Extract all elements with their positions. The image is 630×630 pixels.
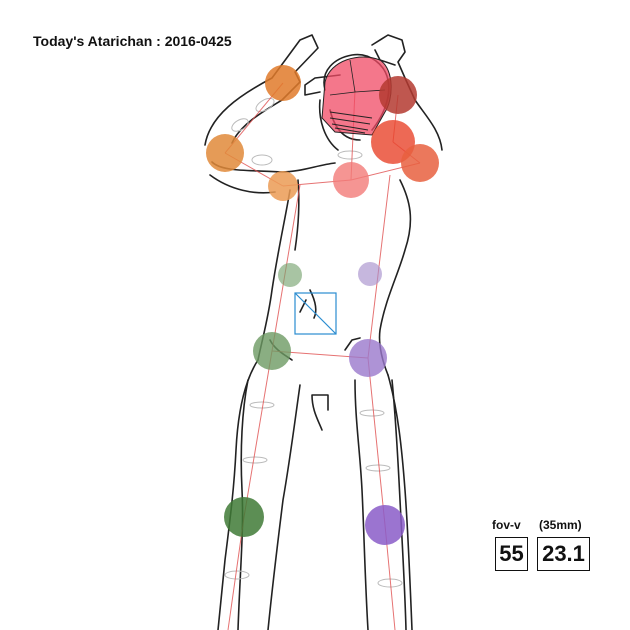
joint-left-hip: [349, 339, 387, 377]
lens-value: 23.1: [542, 541, 585, 566]
joint-chest: [333, 162, 369, 198]
page-title: Today's Atarichan : 2016-0425: [33, 33, 232, 49]
joint-left-knee: [365, 505, 405, 545]
fov-value: 55: [499, 541, 524, 566]
fov-value-box[interactable]: 55: [495, 537, 528, 571]
joint-head-back: [379, 76, 417, 114]
joint-right-waist: [278, 263, 302, 287]
joint-left-waist: [358, 262, 382, 286]
joint-markers[interactable]: [206, 65, 439, 545]
head-joint[interactable]: [321, 56, 392, 136]
joint-right-shoulder: [268, 171, 298, 201]
joint-right-hand: [265, 65, 301, 101]
joint-right-elbow: [206, 134, 244, 172]
joint-left-shoulder: [401, 144, 439, 182]
lens-value-box[interactable]: 23.1: [537, 537, 590, 571]
lens-label: (35mm): [539, 518, 582, 532]
joint-right-knee: [224, 497, 264, 537]
center-marker[interactable]: [294, 292, 337, 335]
fov-label: fov-v: [492, 518, 521, 532]
guide-ellipses: [224, 97, 403, 588]
joint-right-hip: [253, 332, 291, 370]
